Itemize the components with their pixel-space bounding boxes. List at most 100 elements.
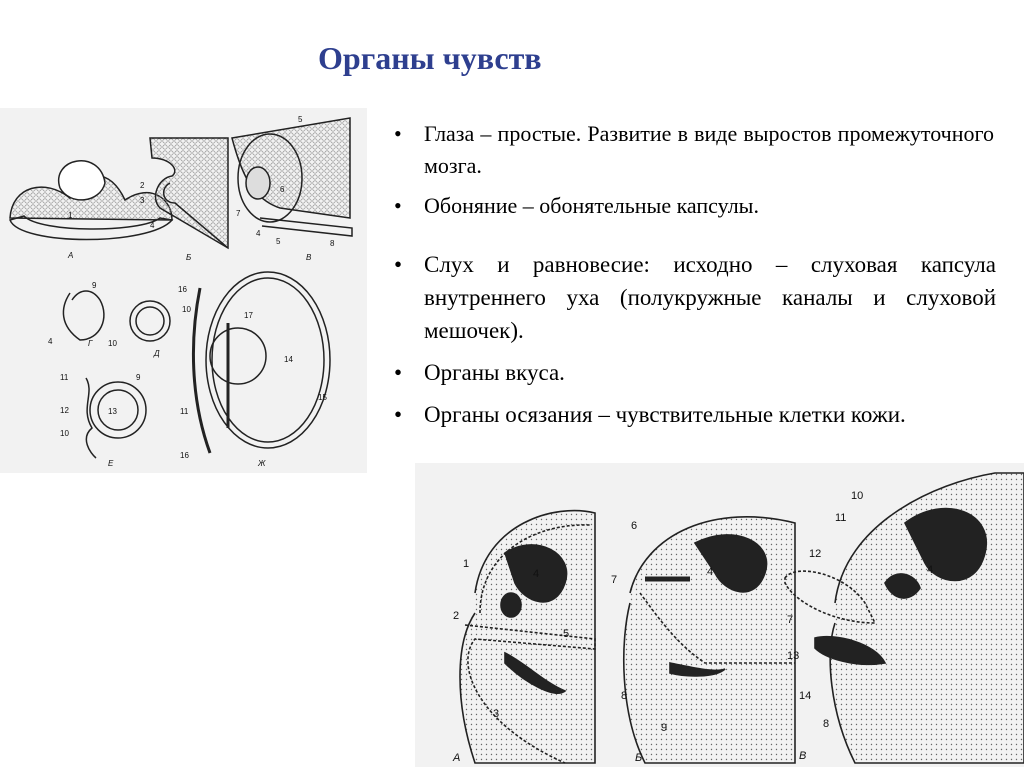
eye-label-b4: 4 [150,221,155,230]
eye-label-e9: 9 [136,373,141,382]
bullet-text: Глаза – простые. Развитие в виде выросто… [424,121,994,178]
bullet-taste: • Органы вкуса. [394,356,996,389]
bullet-text: Слух и равновесие: исходно – слуховая ка… [424,252,996,343]
eye-label-g4: 4 [48,337,53,346]
ear-label-v7: 7 [787,614,793,626]
bullet-symbol: • [394,402,403,427]
eye-label-a1: 1 [68,211,73,220]
ear-panel-label-b: Б [635,752,642,764]
d-inner [135,306,165,336]
bullet-touch: • Органы осязания – чувствительные клетк… [394,398,996,431]
eye-panel-label-zh: Ж [257,459,266,468]
ear-label-b7: 7 [611,574,617,586]
bullet-eyes: • Глаза – простые. Развитие в виде вырос… [394,118,994,182]
ear-development-figure: 1 2 3 4 5 6 7 4 8 9 10 11 12 4 7 13 14 8… [415,463,1024,767]
eye-label-zh16top: 16 [178,285,187,294]
eye-label-zh16bot: 16 [180,451,189,460]
e-inner [97,389,139,431]
ear-a-pharynx [464,624,596,764]
zh-eyeball [205,271,331,449]
eye-panel-label-a: А [67,251,73,260]
ear-v-cartilage [814,635,887,666]
eye-panel-label-e: Е [108,459,114,468]
ear-label-a1: 1 [463,558,469,570]
eye-development-figure: 1 2 3 4 5 6 7 4 5 8 9 4 10 11 9 12 13 10… [0,108,367,473]
eye-label-e11: 11 [60,373,69,382]
eye-label-v6: 6 [280,185,285,194]
ear-label-a2: 2 [453,610,459,622]
d-vesicle [129,300,171,342]
bullet-symbol: • [394,121,402,146]
eye-label-zh17: 17 [244,311,253,320]
zh-eyeball-inner [211,277,325,443]
eye-label-zh15: 15 [318,393,327,402]
bullet-text: Обоняние – обонятельные капсулы. [424,193,759,218]
ear-label-v12: 12 [809,548,821,560]
ear-panel-label-v: В [799,750,806,762]
eye-label-b2: 2 [140,181,145,190]
ear-a-membrane [479,524,591,614]
b-tissue [149,137,229,250]
v-stalk [259,217,353,237]
b-stalk [163,182,229,249]
eye-panel-label-g: Г [88,339,93,348]
ear-label-v11: 11 [835,512,846,524]
bullet-symbol: • [394,360,403,385]
zh-cornea [191,287,212,454]
eye-label-zh10: 10 [182,305,191,314]
g-vesicle [62,290,105,341]
ear-panel-label-a: А [452,752,460,764]
eye-label-zh14: 14 [284,355,293,364]
ear-label-a3: 3 [493,708,499,720]
v-lens [245,166,271,200]
a-fold [57,160,106,201]
ear-label-b6: 6 [631,520,637,532]
ear-a-placode [500,592,522,618]
eye-label-b3: 3 [140,196,145,205]
ear-v-brain [903,507,988,582]
eye-label-zh11: 11 [180,407,189,416]
v-cup [237,133,303,223]
ear-a-brain [504,544,568,603]
ear-v-outer [784,570,877,624]
ear-label-a5: 5 [563,628,569,640]
eye-label-d10: 10 [108,339,117,348]
ear-label-b8: 8 [621,690,627,702]
ear-label-v13: 13 [787,650,799,662]
ear-b-brain [693,534,768,593]
e-fold [85,377,97,459]
ear-label-a4: 4 [533,568,539,580]
ear-development-drawing: 1 2 3 4 5 6 7 4 8 9 10 11 12 4 7 13 14 8… [452,472,1024,764]
eye-label-v8: 8 [330,239,335,248]
ear-label-v4: 4 [927,564,933,576]
bullets-top: • Глаза – простые. Развитие в виде вырос… [394,118,994,230]
ear-label-v10: 10 [851,490,863,502]
bullet-hearing: • Слух и равновесие: исходно – слуховая … [394,248,996,347]
ear-label-b9: 9 [661,722,667,734]
e-vesicle [89,381,147,439]
eye-label-e12: 12 [60,406,69,415]
eye-label-e10: 10 [60,429,69,438]
bullet-text: Органы осязания – чувствительные клетки … [424,402,906,427]
zh-lens [209,327,267,385]
ear-label-v8: 8 [823,718,829,730]
eye-label-v7: 7 [236,209,241,218]
eye-label-v5: 5 [276,237,281,246]
ear-label-b4: 4 [707,566,713,578]
eye-panel-label-d: Д [153,349,160,358]
eye-panel-label-b: Б [186,253,191,262]
eye-label-v5top: 5 [298,115,303,124]
eye-panel-label-v: В [306,253,312,262]
eye-label-e13: 13 [108,407,117,416]
bullet-text: Органы вкуса. [424,360,565,385]
bullet-symbol: • [394,193,402,218]
eye-label-v4: 4 [256,229,261,238]
bullet-smell: • Обоняние – обонятельные капсулы. [394,190,994,222]
slide-title: Органы чувств [318,40,542,76]
bullet-symbol: • [394,252,403,277]
ear-v-ossicles [884,573,921,599]
v-tissue [231,117,351,219]
a-vesicle [9,215,174,241]
eye-label-g9: 9 [92,281,97,290]
eye-development-drawing: 1 2 3 4 5 6 7 4 5 8 9 4 10 11 9 12 13 10… [9,115,353,468]
